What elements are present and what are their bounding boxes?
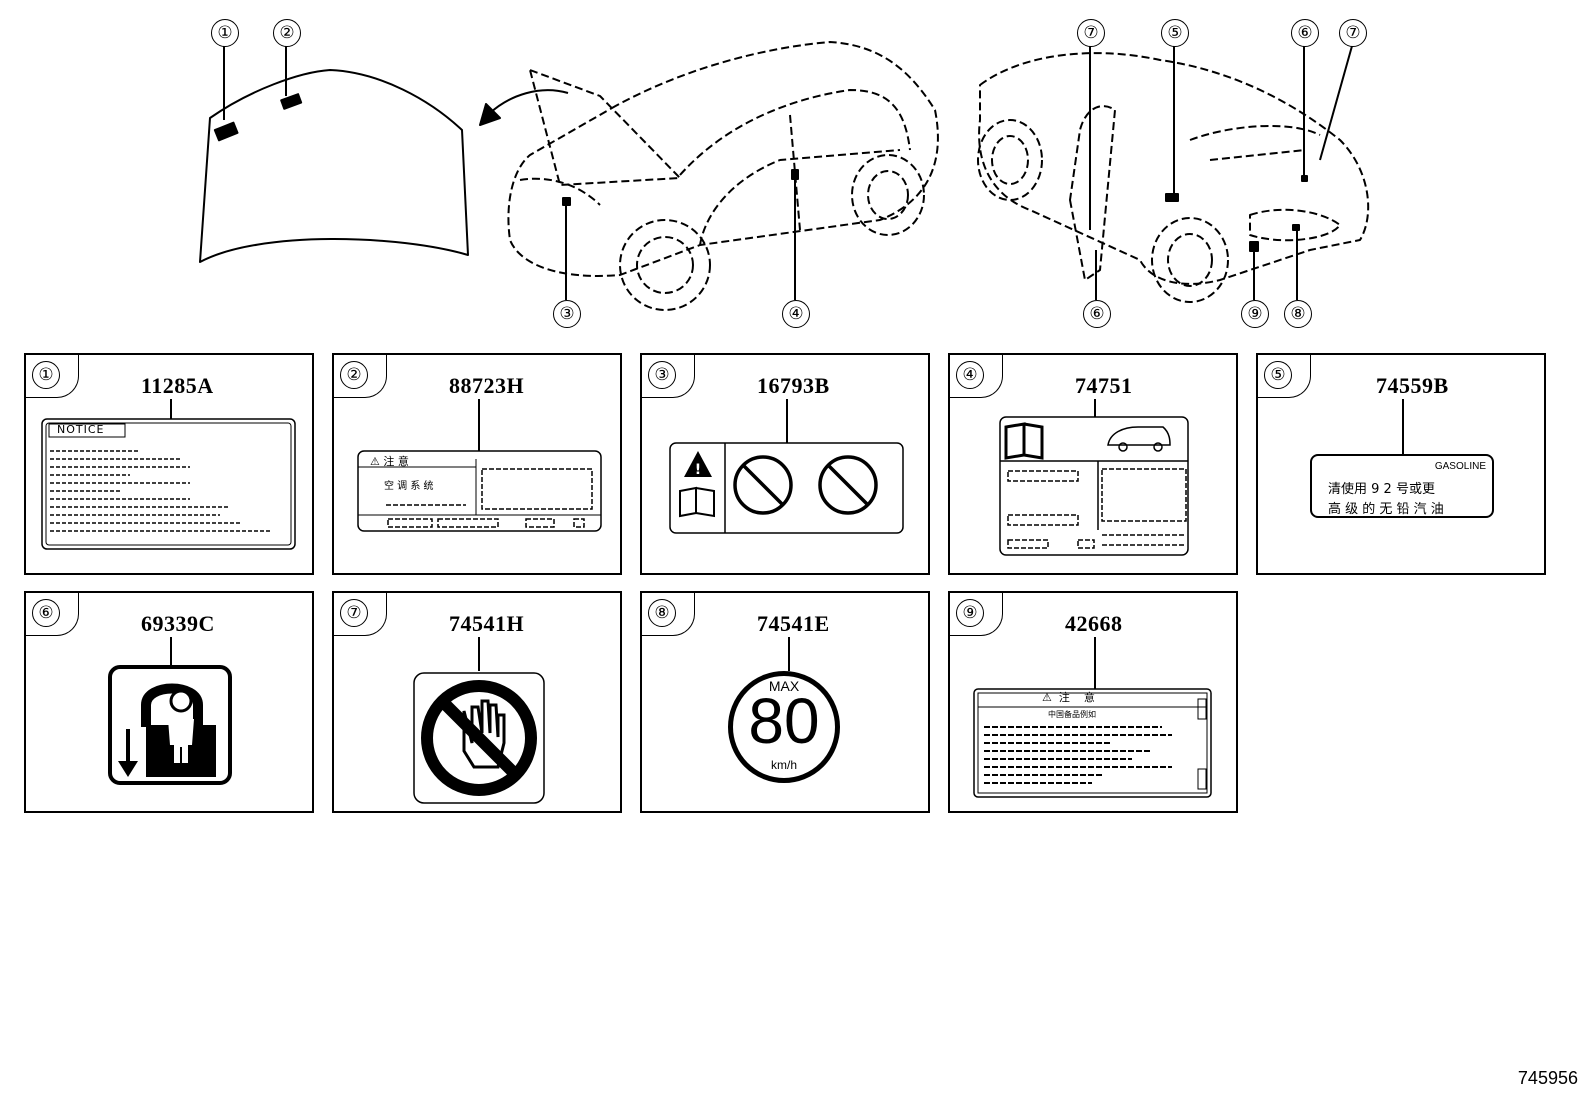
callout-1: ① [211,19,239,47]
gasoline-label: GASOLINE 清使用 9 2 号或更 高 级 的 无 铅 汽 油 [1310,454,1494,518]
callout-6a: ⑥ [1291,19,1319,47]
panel-number: ⑥ [32,599,60,627]
gasoline-heading: GASOLINE [1434,461,1486,472]
door-label-4-marker [791,169,799,180]
label-panel-4: ④ 74751 [948,353,1238,575]
hood-arrow [489,89,569,114]
callout-4: ④ [782,300,810,328]
notice-heading: NOTICE [57,423,105,436]
rear-label-8-marker [1292,224,1300,231]
label-panel-6: ⑥ 69339C [24,591,314,813]
panel-number: ⑨ [956,599,984,627]
part-code: 11285A [141,373,214,398]
panel-number: ④ [956,361,984,389]
label-panel-3: ③ 16793B ! [640,353,930,575]
manual-icon [679,486,715,518]
panel-number: ① [32,361,60,389]
caution-label-graphic [973,688,1212,798]
part-code: 74559B [1376,373,1449,398]
vehicle-rear-view [977,52,1370,303]
callout-2: ② [273,19,301,47]
ac-system-text: 空 调 系 统 [384,481,434,492]
part-code: 42668 [1065,611,1123,636]
part-code: 88723H [449,373,525,398]
part-code: 74541E [757,611,830,636]
vehicle-front-view [507,41,939,311]
callout-8: ⑧ [1284,300,1312,328]
panel-number: ⑤ [1264,361,1292,389]
label-panel-7: ⑦ 74541H [332,591,622,813]
warning-triangle-icon [684,451,712,477]
callout-9: ⑨ [1241,300,1269,328]
callout-7a: ⑦ [1077,19,1105,47]
panel-number: ③ [648,361,676,389]
speed-limit-sign: MAX 80 km/h [728,671,840,783]
notice-label-graphic [41,418,296,550]
rear-label-6-marker [1301,175,1308,182]
callout-5: ⑤ [1161,19,1189,47]
speed-value: 80 [748,685,820,757]
fan-warning-label-graphic: ! [669,442,904,534]
hood-label-2-marker [280,93,303,110]
callout-6b: ⑥ [1083,300,1111,328]
label-panel-5: ⑤ 74559B GASOLINE 清使用 9 2 号或更 高 级 的 无 铅 … [1256,353,1546,575]
ac-system-label-graphic [357,450,602,532]
caution-subheading: 中国备品例如 [1048,710,1096,719]
callout-7b: ⑦ [1339,19,1367,47]
part-code: 74541H [449,611,525,636]
svg-text:!: ! [695,462,701,478]
label-panel-1: ① 11285A NOTICE [24,353,314,575]
gasoline-line-1: 清使用 9 2 号或更 [1328,482,1435,497]
label-panel-8: ⑧ 74541E MAX 80 km/h [640,591,930,813]
part-code: 16793B [757,373,830,398]
document-id: 745956 [1517,1068,1578,1088]
panel-number: ⑧ [648,599,676,627]
child-lock-label-graphic [108,665,232,785]
car-icon [1107,426,1171,452]
label-panel-9: ⑨ 42668 ⚠ 注 意 中国备品例如 [948,591,1238,813]
child-icon [169,689,193,713]
hood-label-1-marker [213,121,239,142]
callout-3: ③ [553,300,581,328]
panel-number: ⑦ [340,599,368,627]
label-panel-2: ② 88723H ⚠ 注 意 空 调 系 统 [332,353,622,575]
tire-info-label-graphic [999,416,1189,556]
caution-heading: ⚠ 注 意 [1042,691,1095,704]
manual-book-icon [1004,422,1044,460]
panel-number: ② [340,361,368,389]
hand-icon [462,699,506,769]
speed-max-text: MAX [768,678,800,694]
no-hand-label-graphic [413,672,545,804]
gasoline-line-2: 高 级 的 无 铅 汽 油 [1328,502,1444,517]
padlock-icon [141,683,203,727]
part-code: 74751 [1075,373,1133,398]
ac-caution-heading: ⚠ 注 意 [370,455,409,468]
vehicle-illustration [199,41,1370,311]
speed-unit: km/h [770,758,797,772]
rear-label-5-marker [1165,193,1179,202]
part-code: 69339C [141,611,215,636]
rear-label-9-marker [1249,241,1259,252]
hood-panel [199,69,469,263]
